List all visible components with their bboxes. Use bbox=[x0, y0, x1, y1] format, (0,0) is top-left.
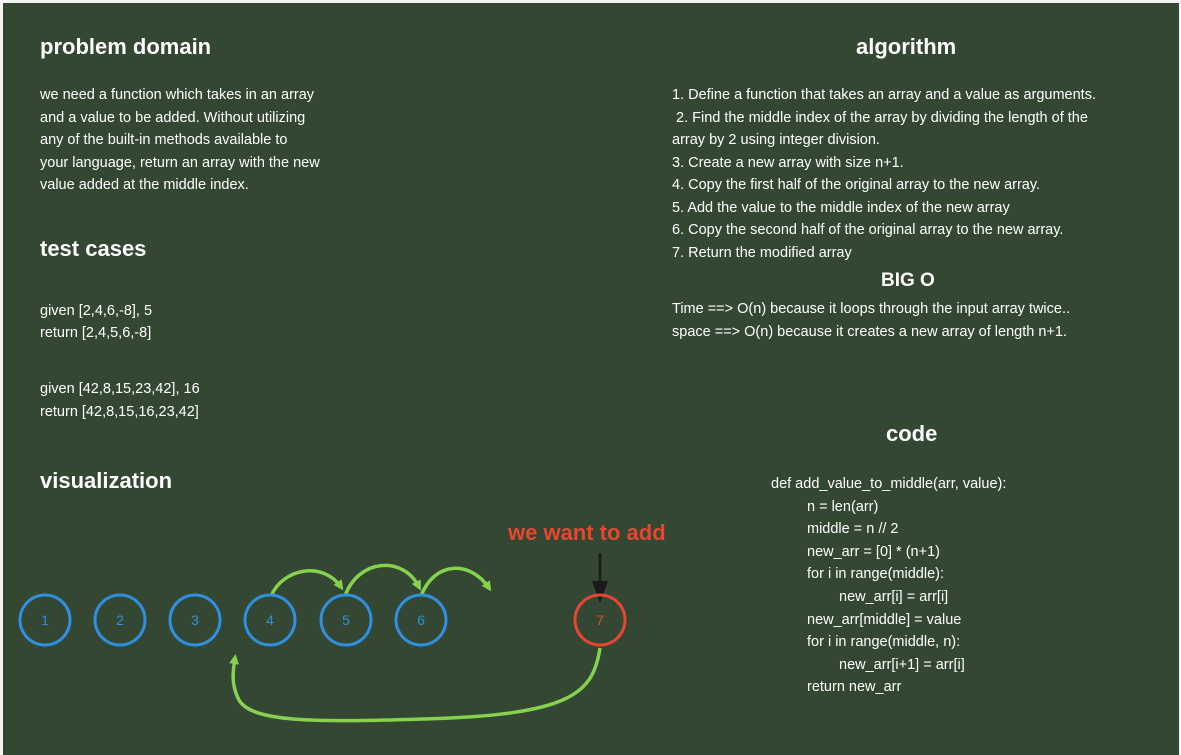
code-line: for i in range(middle): bbox=[807, 566, 944, 583]
algorithm-step: 4. Copy the first half of the original a… bbox=[672, 177, 1041, 193]
algorithm-step: 1. Define a function that takes an array… bbox=[672, 87, 1096, 103]
code-line: new_arr = [0] * (n+1) bbox=[807, 543, 940, 560]
hop-arrow bbox=[419, 566, 492, 597]
array-node-circle bbox=[18, 593, 72, 647]
array-node: 1 bbox=[18, 593, 72, 647]
algorithm-step: 6. Copy the second half of the original … bbox=[672, 222, 1064, 238]
problem-domain-heading: problem domain bbox=[40, 34, 212, 59]
code-line: def add_value_to_middle(arr, value): bbox=[771, 476, 1007, 492]
hop-arrow bbox=[269, 569, 344, 597]
code-line: new_arr[i+1] = arr[i] bbox=[839, 656, 965, 673]
array-node-label: 5 bbox=[342, 612, 350, 628]
code-line: new_arr[middle] = value bbox=[807, 611, 962, 628]
array-node-circle bbox=[319, 593, 373, 647]
new-value-node: 7 bbox=[573, 593, 627, 647]
new-value-node-label: 7 bbox=[596, 612, 604, 628]
test-case-given: given [42,8,15,23,42], 16 bbox=[40, 381, 200, 397]
array-node-circle bbox=[394, 593, 448, 647]
algorithm-step: 3. Create a new array with size n+1. bbox=[672, 155, 904, 171]
pointer-arrow bbox=[592, 553, 608, 603]
problem-line: your language, return an array with the … bbox=[40, 155, 320, 171]
array-node-circle bbox=[93, 593, 147, 647]
array-node: 2 bbox=[93, 593, 147, 647]
code-line: n = len(arr) bbox=[807, 498, 879, 515]
array-node: 3 bbox=[168, 593, 222, 647]
code-line: new_arr[i] = arr[i] bbox=[839, 588, 949, 605]
algorithm-step: 7. Return the modified array bbox=[672, 245, 852, 261]
visualization-diagram: 1 2 3 4 5 6 7 bbox=[18, 553, 627, 723]
code-block: def add_value_to_middle(arr, value): n =… bbox=[771, 473, 1006, 699]
test-case-return: return [42,8,15,16,23,42] bbox=[40, 404, 199, 420]
code-line: middle = n // 2 bbox=[807, 521, 899, 538]
whiteboard: problem domain we need a function which … bbox=[3, 3, 1179, 755]
hop-arrow bbox=[343, 563, 421, 597]
problem-line: any of the built-in methods available to bbox=[40, 132, 288, 148]
array-node: 4 bbox=[243, 593, 297, 647]
array-node: 6 bbox=[394, 593, 448, 647]
array-node: 5 bbox=[319, 593, 373, 647]
big-o-space: space ==> O(n) because it creates a new … bbox=[672, 324, 1067, 340]
array-node-circle bbox=[243, 593, 297, 647]
array-node-label: 2 bbox=[116, 612, 124, 628]
array-node-label: 1 bbox=[41, 612, 49, 628]
algorithm-step: 5. Add the value to the middle index of … bbox=[672, 200, 1010, 216]
code-line: for i in range(middle, n): bbox=[807, 634, 961, 651]
visualization-heading: visualization bbox=[40, 468, 173, 493]
test-case-given: given [2,4,6,-8], 5 bbox=[40, 303, 153, 319]
problem-line: and a value to be added. Without utilizi… bbox=[40, 110, 306, 126]
algorithm-heading: algorithm bbox=[856, 34, 957, 59]
big-o-heading: BIG O bbox=[881, 270, 935, 291]
big-o-time: Time ==> O(n) because it loops through t… bbox=[672, 301, 1071, 317]
callout-label: we want to add bbox=[508, 520, 666, 545]
test-case-return: return [2,4,5,6,-8] bbox=[40, 325, 152, 341]
problem-line: we need a function which takes in an arr… bbox=[40, 87, 315, 103]
algorithm-step: 2. Find the middle index of the array by… bbox=[672, 110, 1088, 126]
insert-arrow bbox=[229, 647, 602, 723]
algorithm-step: array by 2 using integer division. bbox=[672, 132, 880, 148]
array-node-label: 6 bbox=[417, 612, 425, 628]
code-heading: code bbox=[886, 421, 938, 446]
new-value-node-circle bbox=[573, 593, 627, 647]
array-node-circle bbox=[168, 593, 222, 647]
test-cases-heading: test cases bbox=[40, 236, 147, 261]
array-node-label: 3 bbox=[191, 612, 199, 628]
code-line: return new_arr bbox=[807, 679, 902, 696]
problem-line: value added at the middle index. bbox=[40, 177, 249, 193]
array-node-label: 4 bbox=[266, 612, 274, 628]
